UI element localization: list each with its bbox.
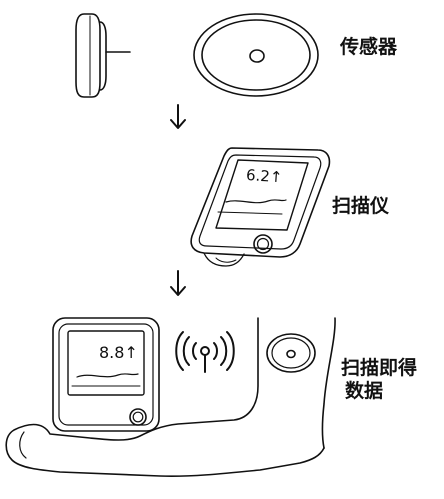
scan-result-label-line2: 数据 — [345, 380, 384, 402]
arm-outline — [5, 317, 336, 477]
wireless-signal-icon — [175, 331, 235, 373]
arrow-down-icon — [170, 104, 186, 129]
arrow-down-icon — [170, 270, 186, 296]
phone-reading: 8.8↑ — [99, 343, 138, 362]
sensor-side-view — [75, 13, 131, 98]
scanner-label: 扫描仪 — [332, 195, 390, 217]
scan-result-label: 扫描即得 — [341, 357, 418, 379]
sensor-on-arm — [266, 333, 316, 373]
scanner-device — [190, 147, 331, 267]
sensor-label: 传感器 — [340, 36, 398, 58]
scanner-in-hand — [52, 317, 160, 432]
sensor-front-view — [193, 13, 319, 97]
scanner-reading: 6.2↑ — [245, 166, 283, 186]
